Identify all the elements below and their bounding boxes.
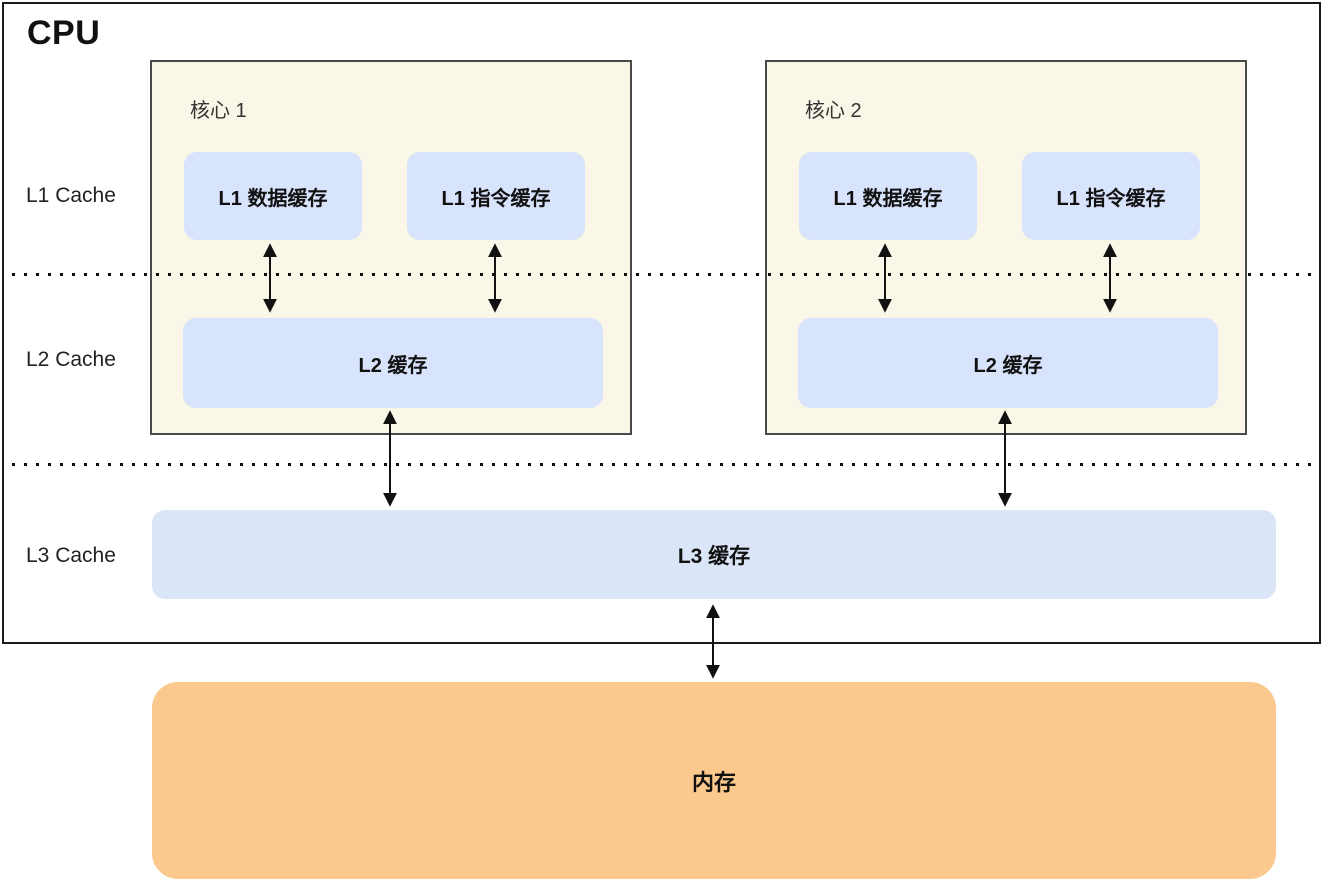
core-2-box: 核心 2 L1 数据缓存 L1 指令缓存 L2 缓存	[765, 60, 1247, 435]
l3-cache-box: L3 缓存	[152, 510, 1276, 599]
memory-box: 内存	[152, 682, 1276, 879]
level-label-l3-cache: L3 Cache	[26, 544, 116, 567]
dotted-separator-l2-l3	[12, 463, 1313, 466]
core-1-box: 核心 1 L1 数据缓存 L1 指令缓存 L2 缓存	[150, 60, 632, 435]
core-1-l2-cache-box: L2 缓存	[183, 318, 603, 408]
dotted-separator-l1-l2	[12, 273, 1313, 276]
level-label-l2-cache: L2 Cache	[26, 348, 116, 371]
core-2-l1-instruction-cache-box: L1 指令缓存	[1022, 152, 1200, 240]
core-1-l1-data-cache-box: L1 数据缓存	[184, 152, 362, 240]
core-1-l1-instruction-cache-box: L1 指令缓存	[407, 152, 585, 240]
level-label-l1-cache: L1 Cache	[26, 184, 116, 207]
core-2-l2-cache-box: L2 缓存	[798, 318, 1218, 408]
core-2-title: 核心 2	[805, 100, 862, 122]
core-1-title: 核心 1	[190, 100, 247, 122]
core-2-l1-data-cache-box: L1 数据缓存	[799, 152, 977, 240]
cpu-label: CPU	[27, 14, 101, 52]
